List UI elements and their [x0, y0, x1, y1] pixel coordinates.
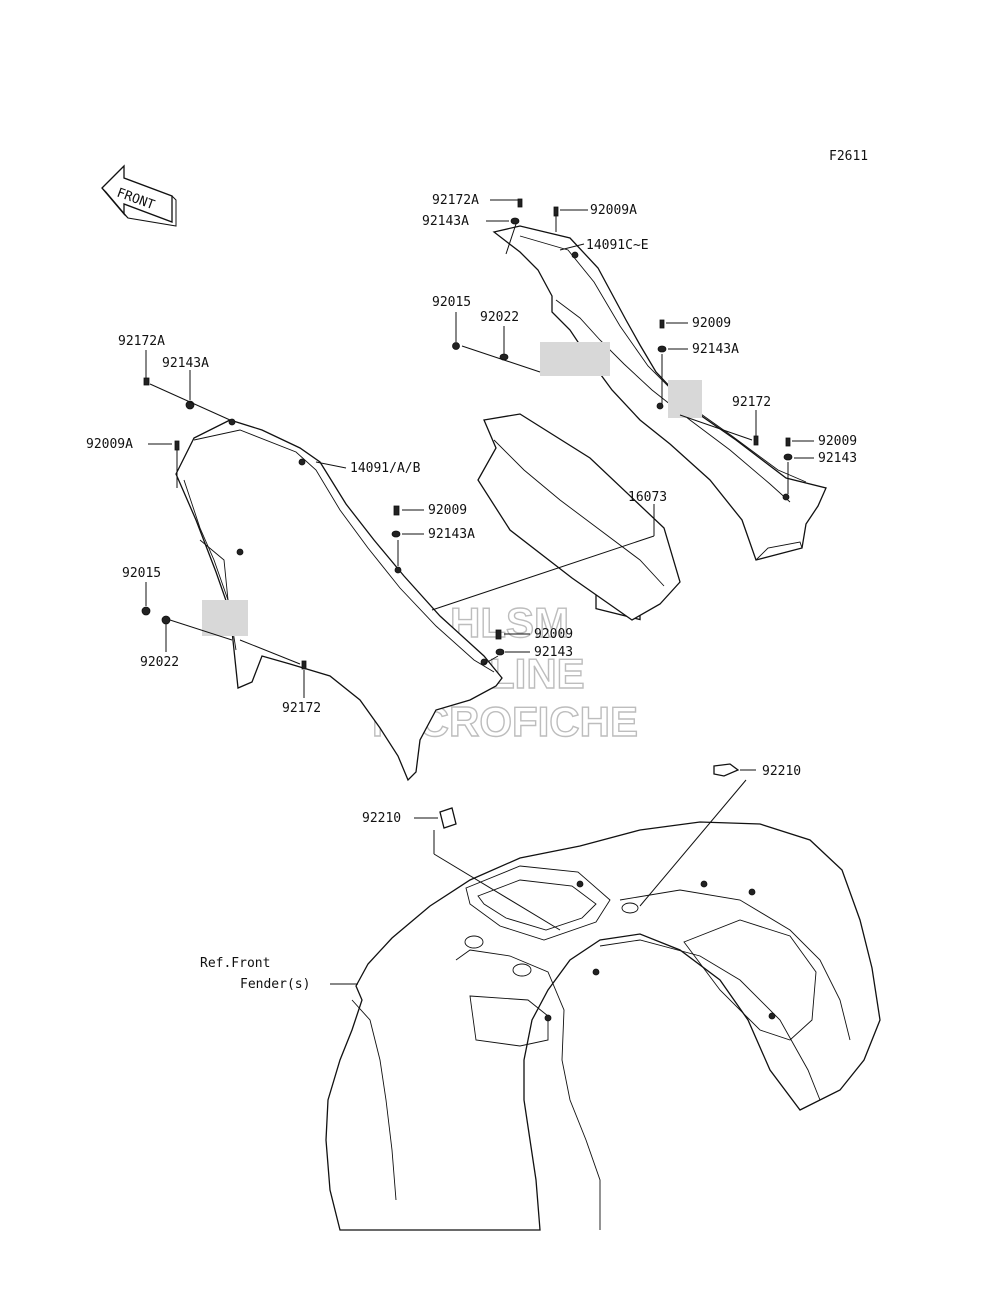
label-92143A-left-b: 92143A — [428, 527, 475, 542]
fasteners — [141, 198, 793, 829]
label-16073: 16073 — [628, 490, 667, 505]
screw-icon — [495, 629, 502, 640]
part-labels: 92172A 92143A 92009A 14091C~E 92015 9202… — [86, 193, 857, 992]
watermark-line-1: HLSM — [450, 599, 569, 646]
label-92172-left: 92172 — [282, 701, 321, 716]
panel-16073 — [477, 413, 681, 621]
label-92009-right-lower: 92009 — [818, 434, 857, 449]
left-side-cover — [175, 418, 503, 782]
nut-icon — [452, 342, 460, 350]
label-92210-right: 92210 — [762, 764, 801, 779]
label-92022-right: 92022 — [480, 310, 519, 325]
clip-icon — [439, 807, 457, 829]
washer-icon — [161, 615, 171, 625]
washer-icon — [657, 345, 667, 353]
washer-icon — [391, 530, 401, 538]
figure-id: F2611 — [829, 149, 868, 164]
front-fender — [325, 821, 881, 1231]
washer-icon — [495, 648, 505, 656]
label-14091-A-B: 14091/A/B — [350, 461, 421, 476]
front-arrow-icon: FRONT — [101, 164, 177, 227]
screw-icon — [393, 505, 400, 516]
nut-icon — [141, 606, 151, 616]
label-92143-right: 92143 — [818, 451, 857, 466]
screw-icon — [753, 435, 759, 446]
label-92172A-right: 92172A — [432, 193, 479, 208]
screw-icon — [174, 440, 180, 451]
label-92143A-left: 92143A — [162, 356, 209, 371]
label-92015-left: 92015 — [122, 566, 161, 581]
label-92143-center: 92143 — [534, 645, 573, 660]
screw-icon — [143, 377, 150, 386]
label-92143A-right: 92143A — [422, 214, 469, 229]
label-92210-left: 92210 — [362, 811, 401, 826]
label-92172A-left: 92172A — [118, 334, 165, 349]
label-92009-right-upper: 92009 — [692, 316, 731, 331]
label-ref-fenders: Fender(s) — [240, 977, 310, 992]
label-14091C-E: 14091C~E — [586, 238, 649, 253]
label-92009A-left: 92009A — [86, 437, 133, 452]
leader-lines — [145, 199, 814, 985]
screw-icon — [301, 660, 307, 670]
label-92143A-right-b: 92143A — [692, 342, 739, 357]
clip-icon — [713, 763, 740, 777]
label-ref-front: Ref.Front — [200, 956, 270, 971]
label-92009-left: 92009 — [428, 503, 467, 518]
label-92022-left: 92022 — [140, 655, 179, 670]
screw-icon — [659, 319, 665, 329]
washer-icon — [510, 217, 520, 225]
label-92015-right: 92015 — [432, 295, 471, 310]
label-92009-center: 92009 — [534, 627, 573, 642]
label-92009A-right: 92009A — [590, 203, 637, 218]
washer-icon — [783, 453, 793, 461]
label-92172-right: 92172 — [732, 395, 771, 410]
screw-icon — [517, 198, 523, 208]
screw-icon — [785, 437, 791, 447]
